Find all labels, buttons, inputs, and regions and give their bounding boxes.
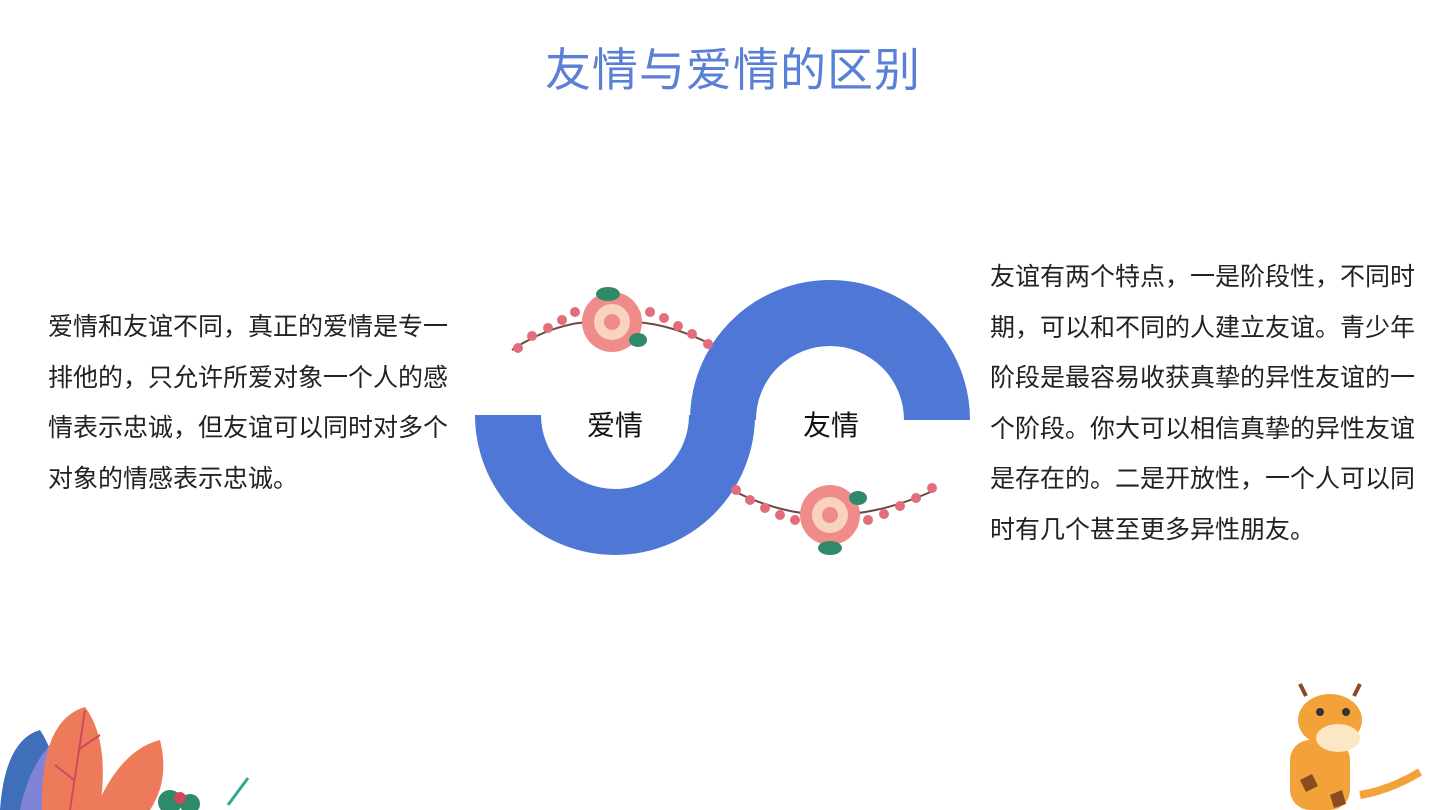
love-label: 爱情 <box>587 409 644 442</box>
friendship-description: 友谊有两个特点，一是阶段性，不同时期，可以和不同的人建立友谊。青少年阶段是最容易… <box>990 262 1416 544</box>
rose-garland-bottom-icon <box>731 483 937 555</box>
giraffe-icon <box>1290 683 1423 810</box>
page-title: 友情与爱情的区别 <box>545 43 921 97</box>
love-arc <box>475 413 755 555</box>
friendship-arc <box>690 280 970 422</box>
leaves-decoration-icon <box>0 707 250 810</box>
love-description: 爱情和友谊不同，真正的爱情是专一排他的，只允许所爱对象一个人的感情表示忠诚，但友… <box>48 312 449 493</box>
friendship-label: 友情 <box>803 409 860 442</box>
rose-garland-top-icon <box>511 287 713 353</box>
